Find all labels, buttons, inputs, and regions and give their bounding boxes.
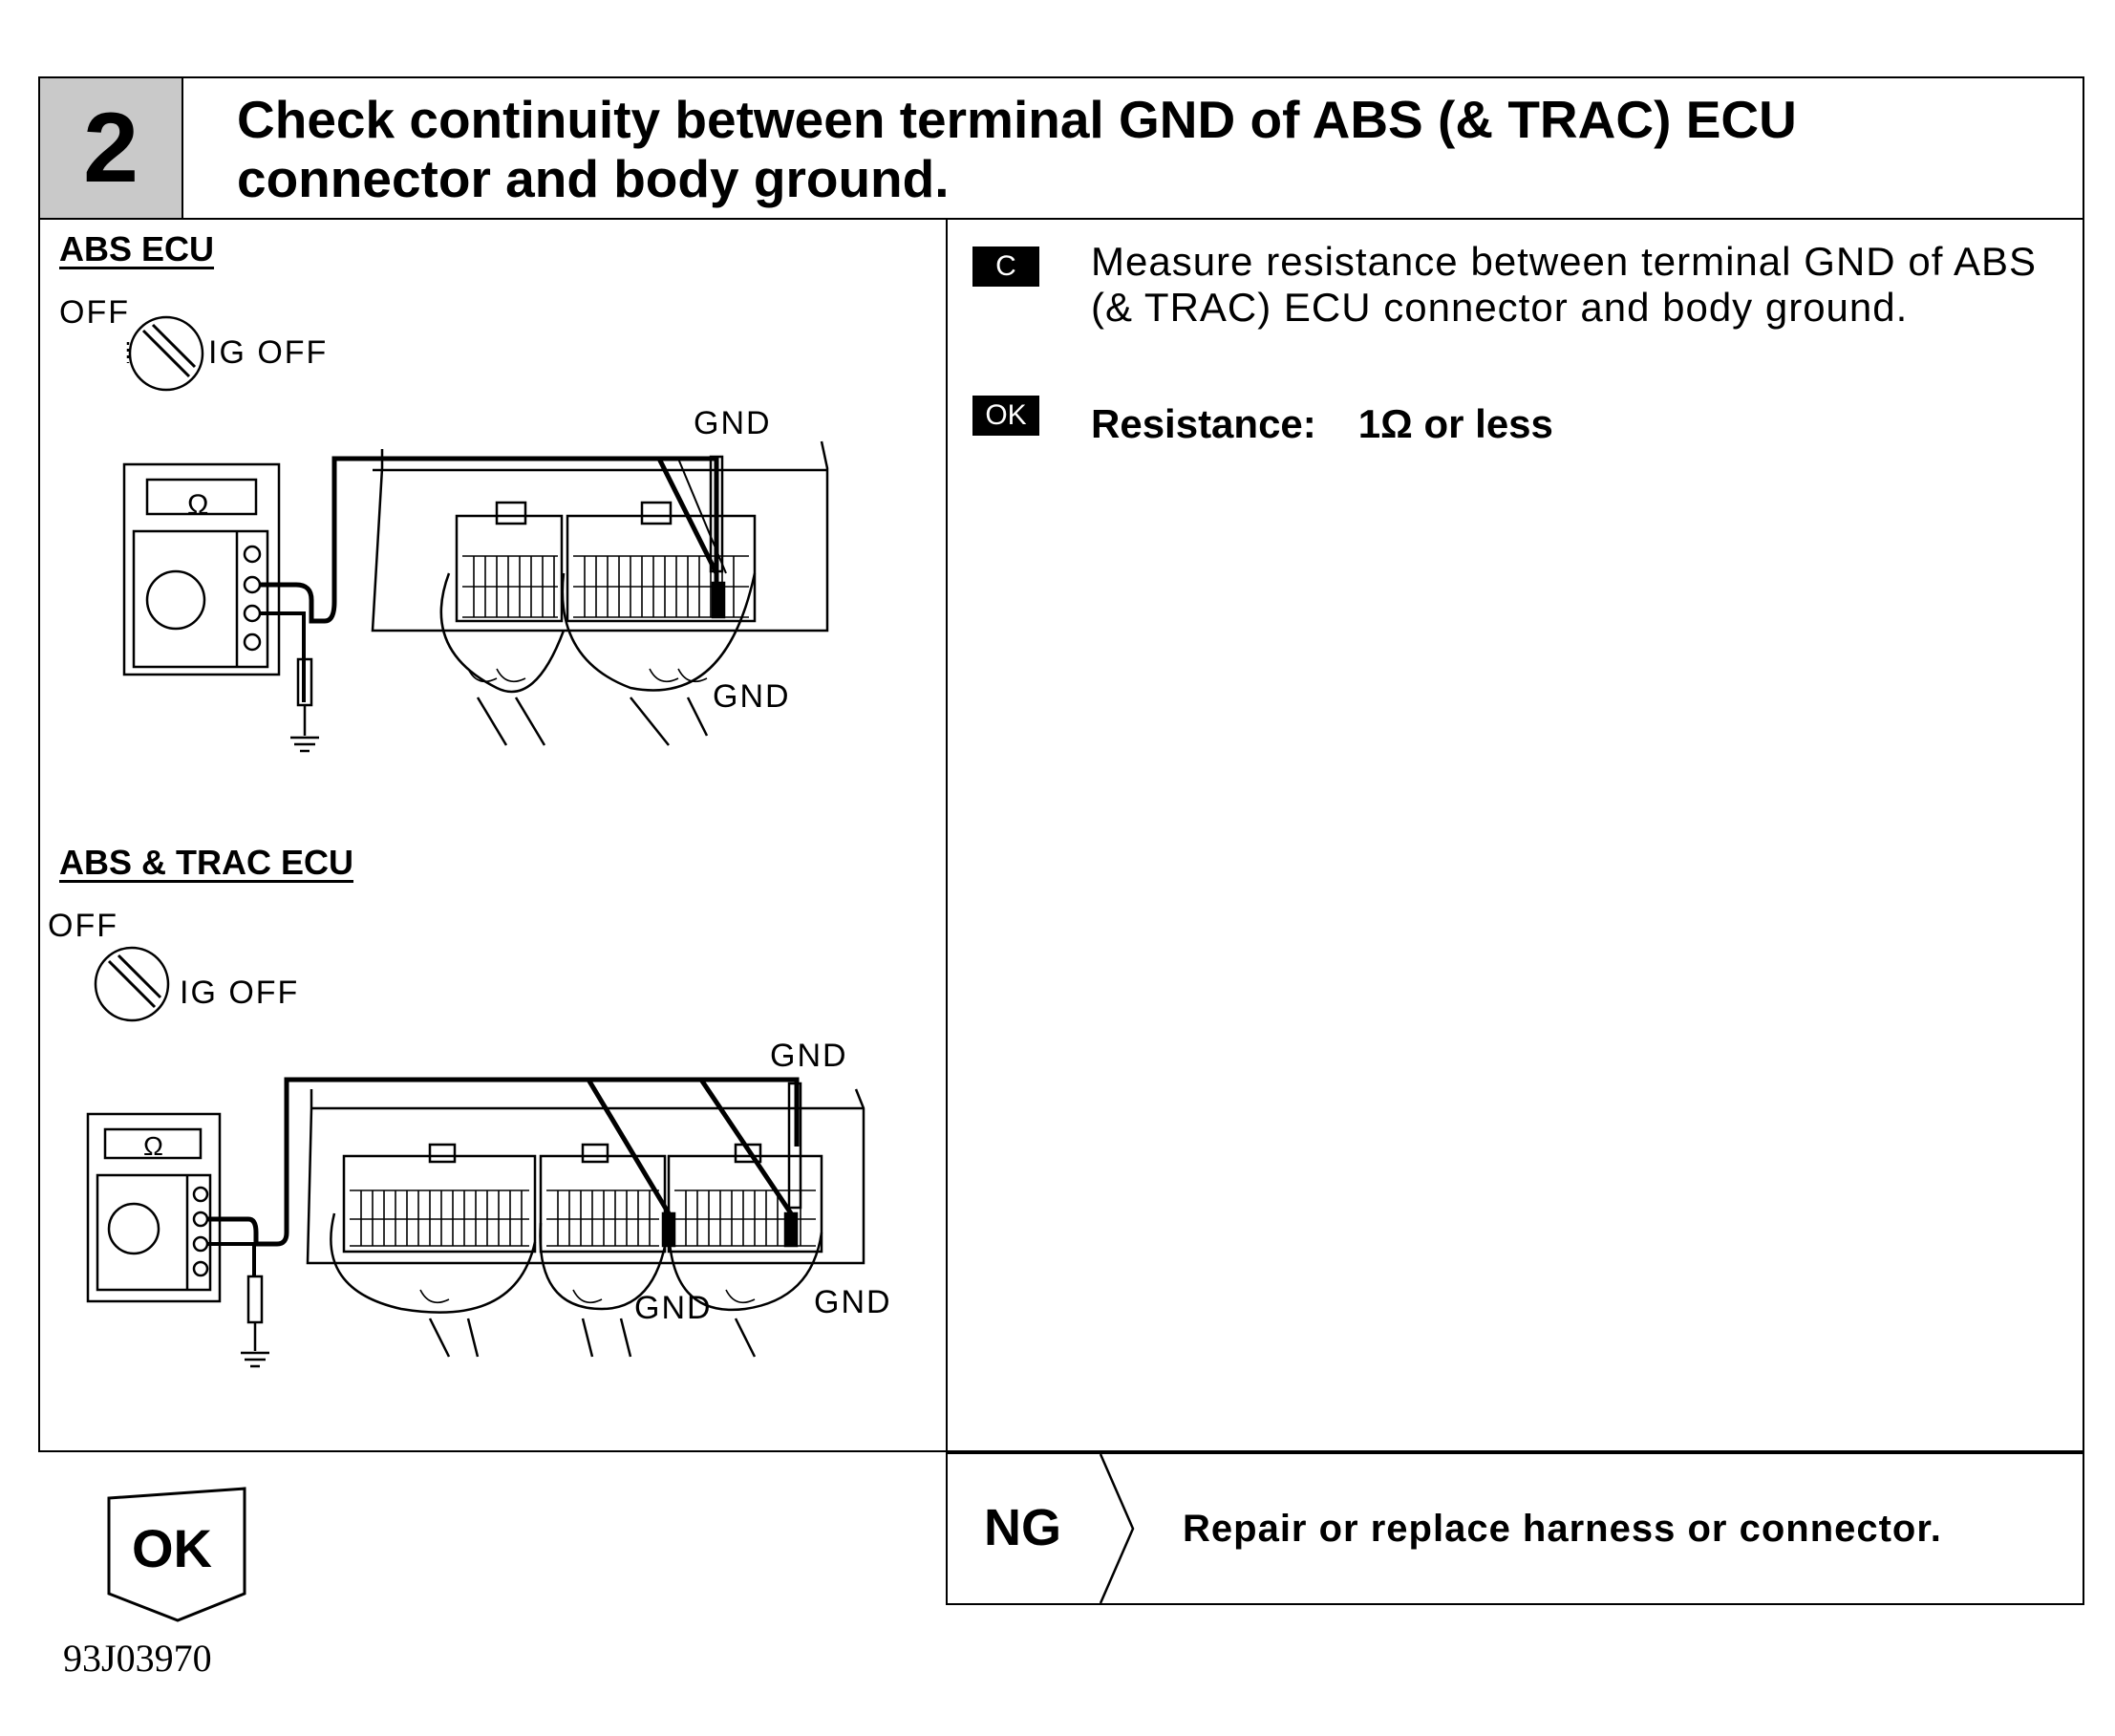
measure-instruction: Measure resistance between terminal GND … xyxy=(1091,239,2037,330)
ground-symbol-bottom xyxy=(241,1351,269,1368)
header-divider xyxy=(40,218,2083,220)
abs-trac-ecu-connector-bottom xyxy=(306,1078,865,1358)
title-line-2: connector and body ground. xyxy=(237,149,950,208)
ok-tag: OK xyxy=(972,396,1039,436)
ng-box-arrow xyxy=(1099,1453,1135,1604)
abs-ecu-label: ABS ECU xyxy=(59,229,215,268)
ignition-switch-icon-bottom xyxy=(94,946,170,1022)
gnd-label-bottom-right: GND xyxy=(814,1284,892,1320)
ok-arrow-shape xyxy=(107,1487,246,1622)
probe-bottom xyxy=(246,1275,264,1324)
ground-symbol-top xyxy=(290,736,319,753)
ng-result-box xyxy=(946,1452,2084,1605)
check-tag: C xyxy=(972,246,1039,287)
ng-action-text: Repair or replace harness or connector. xyxy=(1183,1508,1942,1550)
gnd-label-bottom-upper: GND xyxy=(770,1038,848,1074)
figure-id: 93J03970 xyxy=(63,1637,212,1680)
off-label-bottom: OFF xyxy=(48,908,118,944)
page-title: Check continuity between terminal GND of… xyxy=(237,90,1797,208)
ng-label: NG xyxy=(984,1499,1061,1556)
resistance-value: 1Ω or less xyxy=(1357,401,1553,446)
gnd-label-top-lower: GND xyxy=(713,678,791,715)
title-line-1: Check continuity between terminal GND of… xyxy=(237,90,1797,149)
step-number: 2 xyxy=(83,92,139,204)
gnd-label-top-upper: GND xyxy=(694,405,772,441)
ignition-switch-icon-top xyxy=(126,315,204,392)
ig-off-label-bottom: IG OFF xyxy=(180,975,300,1011)
off-label-top: OFF xyxy=(59,294,130,331)
ig-off-label-top: IG OFF xyxy=(208,334,329,371)
ohmmeter-icon-bottom xyxy=(86,1112,222,1303)
ohmmeter-icon-top xyxy=(122,462,281,676)
abs-ecu-connector-top xyxy=(371,440,829,746)
resistance-label: Resistance: xyxy=(1091,401,1316,446)
resistance-spec: Resistance: 1Ω or less xyxy=(1091,401,1553,447)
column-divider xyxy=(946,218,948,1452)
gnd-label-bottom-mid: GND xyxy=(634,1290,713,1326)
procedure-frame xyxy=(38,76,2084,1452)
abs-trac-ecu-label: ABS & TRAC ECU xyxy=(59,843,354,882)
step-number-box: 2 xyxy=(40,78,183,218)
ok-result-label: OK xyxy=(132,1518,212,1578)
ohm-symbol-bottom: Ω xyxy=(143,1131,165,1161)
